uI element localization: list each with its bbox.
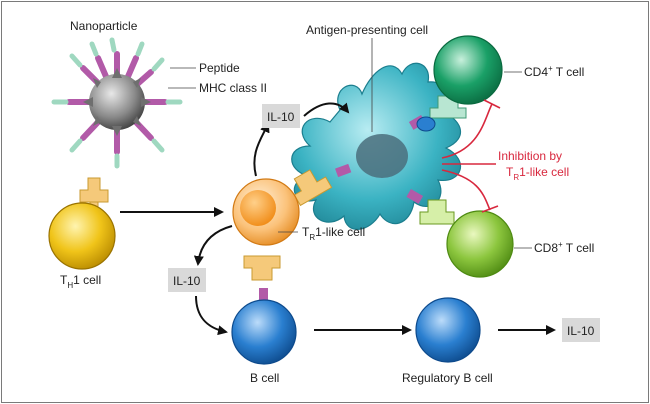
inhibition-lines — [441, 99, 501, 213]
regulatory-b-cell — [415, 297, 481, 363]
nanoparticle — [51, 37, 183, 169]
peptide-tips — [51, 37, 183, 169]
apc-nucleus — [356, 134, 408, 178]
il10-right-label: IL-10 — [567, 324, 595, 338]
b-cell-label: B cell — [250, 371, 279, 385]
nanoparticle-core — [89, 74, 145, 130]
tr1-receptor-apc — [293, 169, 333, 207]
cd4-t-cell — [416, 35, 503, 132]
peptide-label: Peptide — [199, 61, 240, 75]
b-cell — [231, 299, 297, 365]
cd4-cell-body — [433, 35, 503, 105]
b-cell-body — [231, 299, 297, 365]
il10-left-box — [168, 268, 206, 292]
cd8-label: CD8+ T cell — [534, 240, 594, 255]
antigen-presenting-cell — [291, 62, 462, 230]
cd4-peptide-mhc — [416, 116, 436, 132]
th1-cell-body — [48, 202, 116, 270]
tr1-label: TR1-like cell — [302, 225, 365, 242]
tr1-like-cell — [232, 169, 333, 281]
arrow-il10-to-apc — [303, 102, 350, 117]
nanoparticle-spikes — [83, 68, 151, 136]
regulatory-b-cell-body — [415, 297, 481, 363]
cd8-t-cell — [419, 199, 514, 278]
tr1-nucleus — [240, 190, 276, 226]
arrow-tr1-to-il10-left — [193, 225, 233, 266]
arrow-il10-to-b-cell — [195, 295, 228, 336]
il10-top-box — [262, 104, 300, 128]
il10-right-box — [562, 318, 600, 342]
th1-label: TH1 cell — [60, 273, 101, 290]
regulatory-b-cell-label: Regulatory B cell — [402, 371, 493, 385]
il10-top-label: IL-10 — [267, 110, 295, 124]
arrow-tr1-to-il10-top — [253, 122, 270, 177]
nanoparticle-label: Nanoparticle — [70, 19, 138, 33]
il10-left-label: IL-10 — [173, 274, 201, 288]
cd4-label: CD4+ T cell — [524, 64, 584, 79]
th1-cell — [48, 177, 116, 270]
th1-receptor — [79, 177, 109, 203]
inhibition-label-line2: TR1-like cell — [506, 165, 569, 182]
cd8-cell-body — [446, 210, 514, 278]
inhibition-label-line1: Inhibition by — [498, 149, 562, 163]
b-cell-mhc — [259, 288, 268, 302]
mhc-label: MHC class II — [199, 81, 267, 95]
apc-label: Antigen-presenting cell — [306, 23, 428, 37]
tr1-receptor-b — [243, 255, 281, 281]
